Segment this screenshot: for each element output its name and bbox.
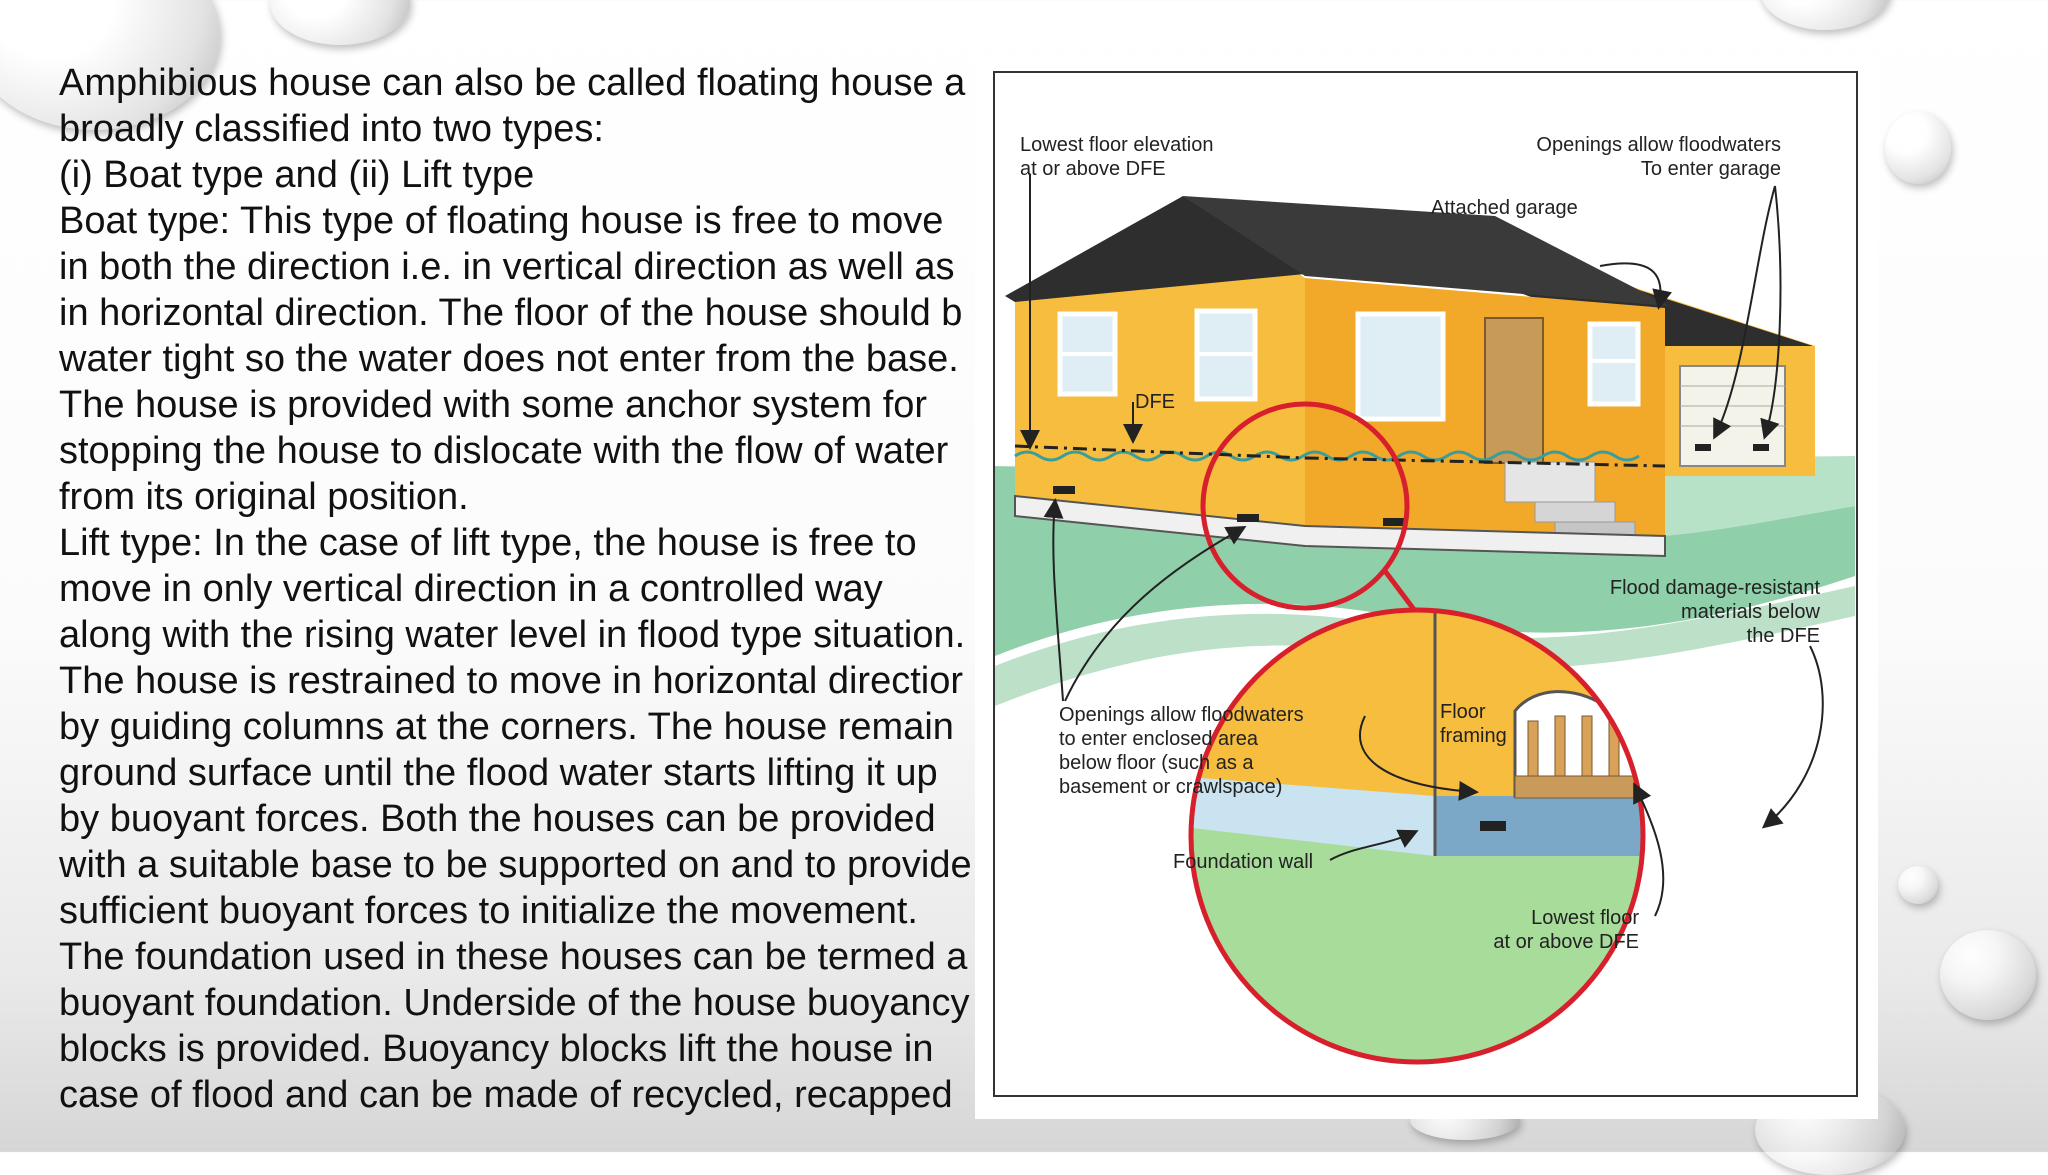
label-openings-garage: To enter garage	[1641, 158, 1781, 180]
label-flood-resistant: the DFE	[1747, 625, 1820, 647]
inset-callout-circle	[1188, 607, 1646, 1065]
text-line: from its original position.	[59, 476, 469, 518]
flood-water-line	[1014, 450, 1640, 462]
inset-detail	[1191, 610, 1643, 1062]
leader-line	[1713, 185, 1776, 440]
label-dfe: DFE	[1135, 391, 1175, 413]
text-line: blocks is provided. Buoyancy blocks lift…	[59, 1028, 934, 1070]
text-line: water tight so the water does not enter …	[59, 338, 959, 380]
leader-line	[1760, 185, 1782, 440]
text-line: Amphibious house can also be called floa…	[59, 62, 966, 104]
label-floor-framing: framing	[1440, 725, 1507, 747]
text-line: by guiding columns at the corners. The h…	[59, 706, 954, 748]
text-line: in horizontal direction. The floor of th…	[59, 292, 963, 334]
callout-circle	[1200, 401, 1410, 611]
text-line: by buoyant forces. Both the houses can b…	[59, 798, 936, 840]
label-lowest-floor: at or above DFE	[1020, 158, 1166, 180]
text-line: ground surface until the flood water sta…	[59, 752, 938, 794]
label-openings-enclosed: basement or crawlspace)	[1059, 776, 1282, 798]
leader-line	[1329, 829, 1419, 861]
water-droplet	[1898, 866, 1938, 904]
text-line: buoyant foundation. Underside of the hou…	[59, 982, 970, 1024]
label-flood-resistant: Flood damage-resistant	[1610, 577, 1821, 599]
text-line: (i) Boat type and (ii) Lift type	[59, 154, 535, 196]
leader-line	[1359, 715, 1479, 801]
leader-line	[1043, 498, 1064, 702]
label-lowest-floor-inset: at or above DFE	[1493, 931, 1639, 953]
label-openings-enclosed: below floor (such as a	[1059, 752, 1254, 774]
text-line: The house is restrained to move in horiz…	[59, 660, 964, 702]
label-openings-enclosed: Openings allow floodwaters	[1059, 704, 1304, 726]
text-line: with a suitable base to be supported on …	[59, 844, 972, 886]
house-roof-front	[1005, 196, 1305, 302]
water-droplet	[1940, 930, 2036, 1020]
text-line: Lift type: In the case of lift type, the…	[59, 522, 917, 564]
text-line: Boat type: This type of floating house i…	[59, 200, 944, 242]
label-floor-framing: Floor	[1440, 701, 1486, 723]
front-door	[1484, 317, 1544, 464]
text-line: The foundation used in these houses can …	[59, 936, 968, 978]
label-flood-resistant: materials below	[1681, 601, 1821, 623]
label-openings-garage: Openings allow floodwaters	[1536, 134, 1781, 156]
slide-body-text: Amphibious house can also be called floa…	[59, 60, 974, 1130]
text-line: move in only vertical direction in a con…	[59, 568, 883, 610]
text-line: case of flood and can be made of recycle…	[59, 1074, 953, 1116]
leader-line	[1633, 782, 1665, 917]
water-droplet	[1760, 0, 1890, 30]
text-line: along with the rising water level in flo…	[59, 614, 966, 656]
text-line: broadly classified into two types:	[59, 108, 604, 150]
house-roof	[1183, 196, 1670, 306]
text-line: The house is provided with some anchor s…	[59, 384, 928, 426]
label-attached-garage: Attached garage	[1431, 197, 1578, 219]
house-foundation	[1014, 494, 1666, 558]
leader-line	[1599, 262, 1672, 310]
text-line: in both the direction i.e. in vertical d…	[59, 246, 955, 288]
label-openings-enclosed: to enter enclosed area	[1059, 728, 1259, 750]
dfe-line	[1014, 444, 1666, 468]
text-line: sufficient buoyant forces to initialize …	[59, 890, 918, 932]
label-lowest-floor: Lowest floor elevation	[1020, 134, 1213, 156]
flood-house-diagram: Lowest floor elevation at or above DFE O…	[975, 56, 1878, 1119]
water-droplet	[1885, 112, 1951, 184]
leader-line	[1064, 526, 1247, 702]
label-foundation-wall: Foundation wall	[1173, 851, 1313, 873]
leader-line	[1761, 645, 1824, 829]
diagram-svg: Lowest floor elevation at or above DFE O…	[993, 71, 1858, 1097]
front-steps	[1504, 461, 1596, 503]
window	[1587, 321, 1641, 407]
text-line: stopping the house to dislocate with the…	[59, 430, 949, 472]
window	[1355, 311, 1446, 422]
water-droplet	[270, 0, 410, 45]
label-lowest-floor-inset: Lowest floor	[1531, 907, 1639, 929]
